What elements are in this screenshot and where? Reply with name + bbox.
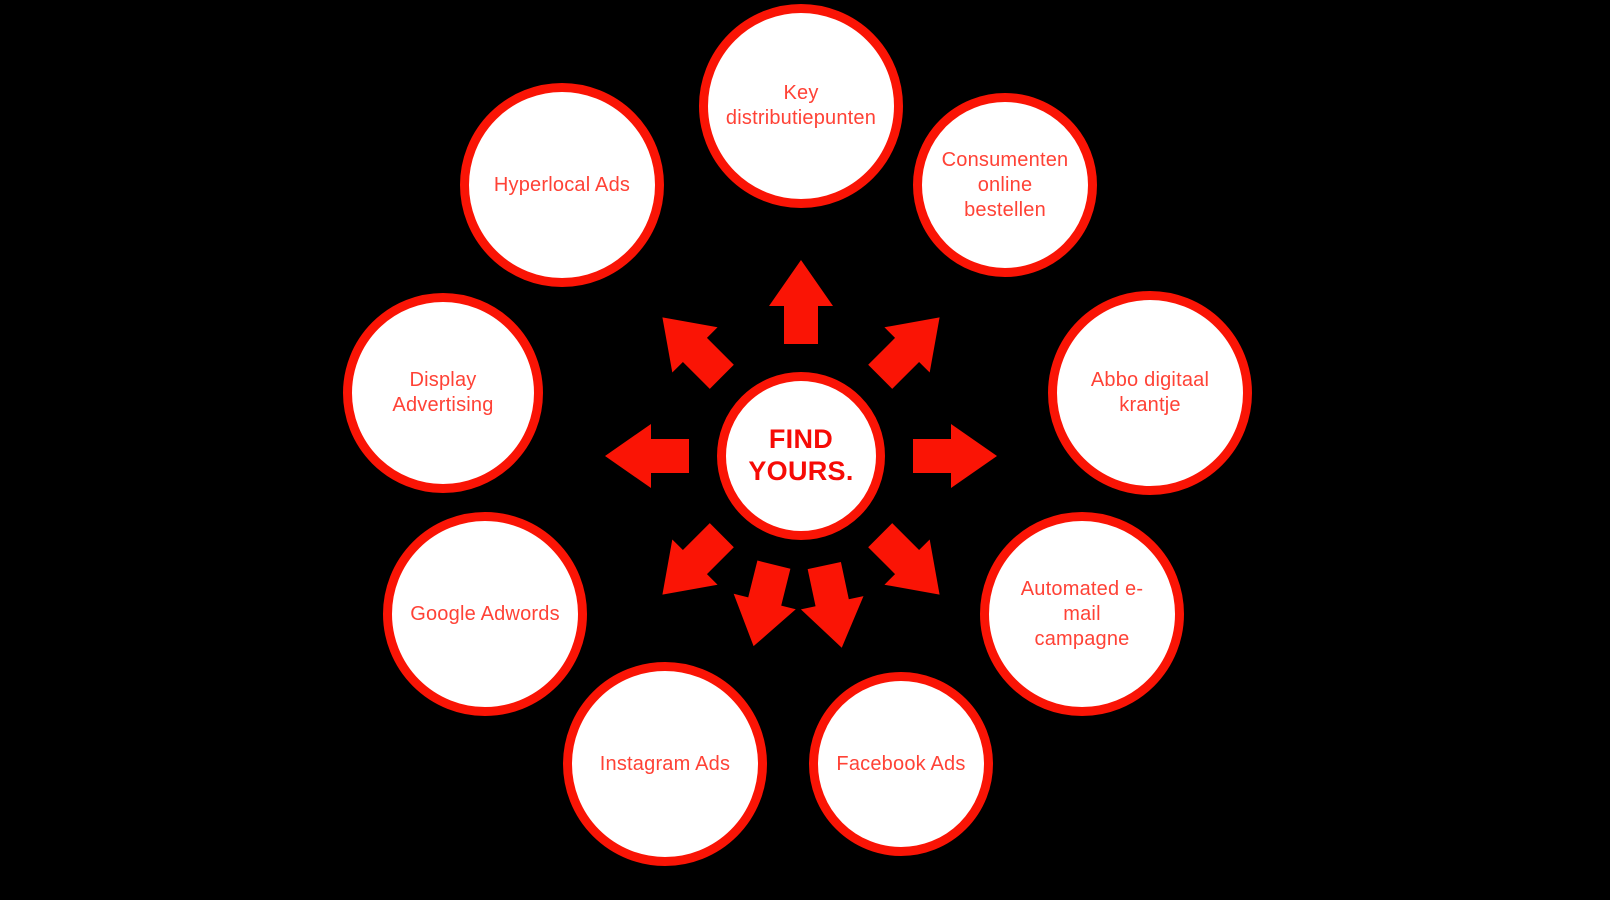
node-instagram-ads[interactable]: Instagram Ads — [563, 662, 767, 866]
node-key-distributiepunten[interactable]: Key distributiepunten — [699, 4, 903, 208]
node-label-key-distributiepunten: Key distributiepunten — [725, 82, 877, 129]
node-abbo-digitaal-krantje[interactable]: Abbo digitaal krantje — [1048, 291, 1252, 495]
hub-circle[interactable]: FIND YOURS. — [717, 372, 885, 540]
node-label-automated-e-mail-campagne: Automated e-mail campagne — [1020, 577, 1144, 650]
node-facebook-ads[interactable]: Facebook Ads — [809, 672, 993, 856]
arrow-right — [913, 424, 997, 488]
node-label-google-adwords: Google Adwords — [410, 602, 560, 625]
arrow-left — [605, 424, 689, 488]
node-display-advertising[interactable]: Display Advertising — [343, 293, 543, 493]
arrow-up-left — [662, 317, 734, 389]
arrow-down — [800, 562, 864, 648]
node-label-instagram-ads: Instagram Ads — [599, 752, 731, 775]
hub-label: FIND YOURS. — [748, 424, 854, 486]
node-label-hyperlocal-ads: Hyperlocal Ads — [493, 173, 631, 196]
node-label-consumenten-online-bestellen: Consumenten online bestellen — [941, 148, 1069, 221]
arrow-down-left — [733, 560, 796, 647]
node-label-facebook-ads: Facebook Ads — [836, 752, 966, 775]
node-consumenten-online-bestellen[interactable]: Consumenten online bestellen — [913, 93, 1097, 277]
node-automated-e-mail-campagne[interactable]: Automated e-mail campagne — [980, 512, 1184, 716]
node-label-display-advertising: Display Advertising — [392, 369, 494, 416]
node-google-adwords[interactable]: Google Adwords — [383, 512, 587, 716]
node-hyperlocal-ads[interactable]: Hyperlocal Ads — [460, 83, 664, 287]
arrow-left-down — [662, 523, 734, 595]
node-label-abbo-digitaal-krantje: Abbo digitaal krantje — [1090, 369, 1210, 416]
arrow-down-right — [868, 523, 940, 595]
arrow-up-right — [868, 317, 940, 389]
arrow-up — [769, 260, 833, 344]
